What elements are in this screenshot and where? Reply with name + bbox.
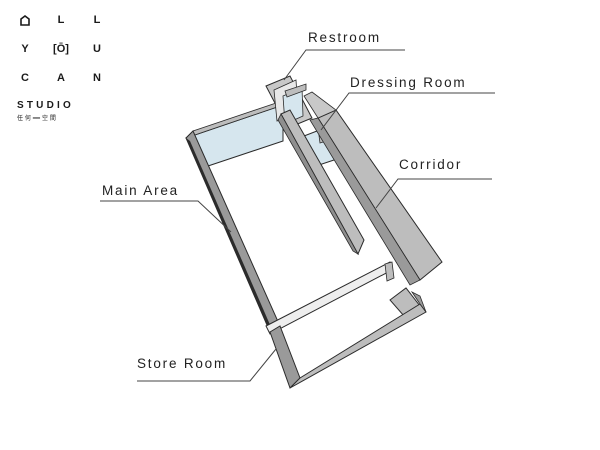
logo-letter: L <box>57 14 65 26</box>
logo-letter: U <box>93 43 101 55</box>
logo-row-2: Y [Ō] U <box>17 43 105 57</box>
studio-logo: L L Y [Ō] U C A N STUDIO 任 何 ━━ 空 間 <box>17 14 107 124</box>
label-restroom: Restroom <box>308 30 381 45</box>
corridor-leader <box>375 178 492 209</box>
label-dressing-room: Dressing Room <box>350 75 467 90</box>
store-room-divider <box>265 261 395 335</box>
dressing-room-leader <box>320 92 495 131</box>
central-partition-wall <box>277 109 365 256</box>
logo-row-3: C A N <box>17 72 105 86</box>
logo-letter: C <box>21 72 29 84</box>
logo-cjk-text: 任 何 ━━ 空 間 <box>17 115 56 122</box>
logo-row-1: L L <box>17 14 105 28</box>
floor-outline <box>186 90 442 384</box>
label-store-room: Store Room <box>137 356 228 371</box>
logo-studio-text: STUDIO <box>17 100 74 111</box>
bottom-outer-wall <box>269 290 427 389</box>
restroom-block <box>265 75 313 129</box>
logo-letter: N <box>93 72 101 84</box>
main-area-leader <box>100 200 232 233</box>
logo-letter: A <box>57 72 65 84</box>
store-room-leader <box>137 348 277 382</box>
callout-lines <box>100 49 495 382</box>
logo-letter: L <box>93 14 101 26</box>
restroom-leader <box>283 49 405 81</box>
logo-letter: Y <box>21 43 29 55</box>
label-corridor: Corridor <box>399 157 463 172</box>
logo-letter: [Ō] <box>53 43 69 55</box>
label-main-area: Main Area <box>102 183 179 198</box>
